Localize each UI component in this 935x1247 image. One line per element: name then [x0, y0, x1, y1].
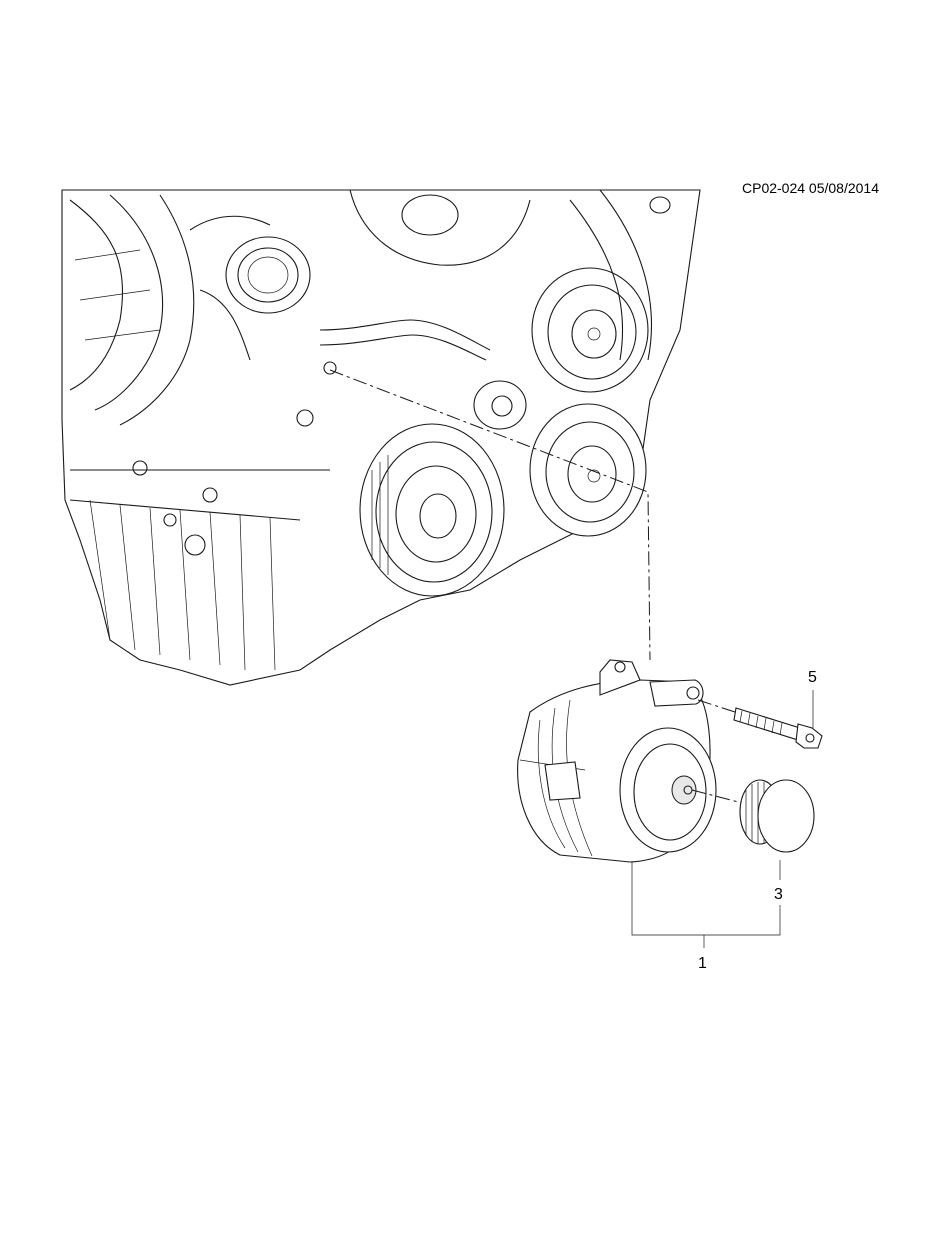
figure-reference-code: CP02-024 05/08/2014: [742, 180, 879, 196]
engine-block: [61, 189, 701, 686]
leader-lines: [631, 690, 814, 948]
alignment-line-pulley: [691, 789, 751, 806]
alignment-line-engine: [329, 369, 651, 661]
pulley: [739, 779, 815, 853]
alternator: [517, 659, 717, 863]
callout-pulley: 3: [774, 886, 783, 903]
callout-alternator-assembly: 1: [698, 955, 707, 972]
callout-bolt: 5: [808, 669, 817, 686]
alignment-line-bolt: [697, 699, 736, 713]
bolt: [733, 707, 823, 749]
